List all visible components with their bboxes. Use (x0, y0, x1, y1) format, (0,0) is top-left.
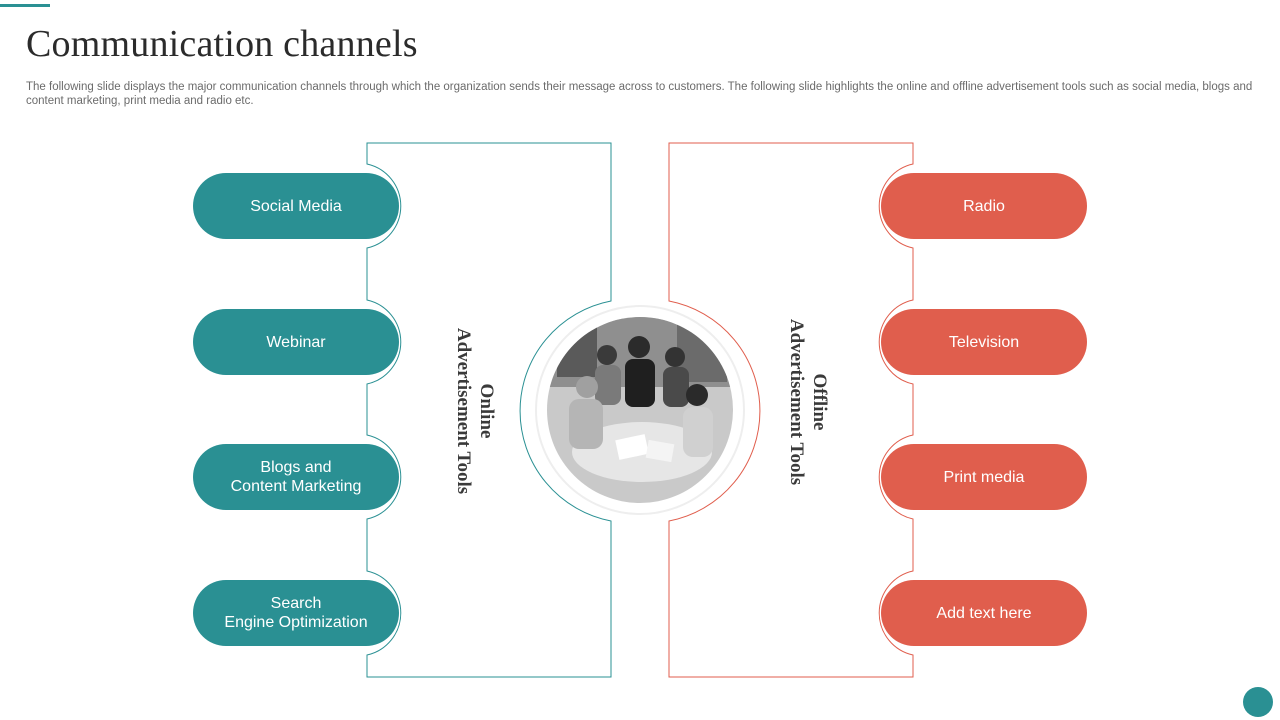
offline-item-print-media: Print media (881, 444, 1087, 510)
online-item-social-media: Social Media (193, 173, 399, 239)
offline-item-television: Television (881, 309, 1087, 375)
team-meeting-photo (547, 317, 733, 503)
offline-frame (668, 142, 914, 678)
online-item-seo: Search Engine Optimization (193, 580, 399, 646)
offline-group-label: Offline Advertisement Tools (786, 318, 830, 486)
online-frame (366, 142, 612, 678)
online-group-label: Online Advertisement Tools (453, 327, 497, 495)
page-title: Communication channels (26, 23, 418, 65)
corner-dot (1243, 687, 1273, 717)
online-item-webinar: Webinar (193, 309, 399, 375)
offline-item-radio: Radio (881, 173, 1087, 239)
online-item-blogs: Blogs and Content Marketing (193, 444, 399, 510)
page-subtitle: The following slide displays the major c… (26, 81, 1253, 107)
offline-item-add-text: Add text here (881, 580, 1087, 646)
top-accent-bar (0, 4, 50, 7)
